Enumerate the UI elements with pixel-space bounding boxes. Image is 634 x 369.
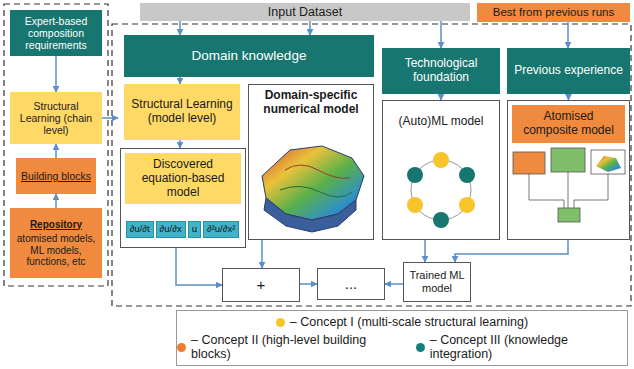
box-label: Expert-based composition requirements [14, 15, 98, 51]
term-cell: ∂u/∂t [126, 221, 154, 238]
flow-arrow [261, 240, 263, 268]
requirement-box: Expert-based composition requirements [10, 10, 102, 56]
composite-sketch [513, 148, 625, 222]
flow-arrow [179, 140, 181, 148]
flow-arrow [55, 56, 57, 92]
box-label: Input Dataset [268, 5, 342, 19]
main-panel [112, 24, 631, 306]
legend-item: – Concept III (knowledge integration) [416, 333, 627, 361]
previous-runs-bar: Best from previous runs [477, 3, 630, 22]
model-box: Atomised composite model [507, 100, 630, 240]
flow-arrow [309, 21, 311, 35]
box-label: Trained ML model [408, 269, 466, 294]
repository-box: Repository atomised models, ML models, fu… [10, 208, 102, 278]
box-label: Structural Learning (chain level) [14, 100, 98, 136]
flow-arrow [440, 21, 442, 48]
legend-row: – Concept I (multi-scale structural lear… [177, 315, 627, 329]
box-label: Repository [30, 219, 82, 231]
legend-swatch [177, 343, 186, 352]
flow-arrow [179, 77, 181, 84]
equation-term: ∂u/∂t [130, 224, 150, 235]
combine-box: + [222, 268, 300, 302]
box-label: + [257, 276, 266, 293]
flow-arrow [567, 22, 569, 48]
box-label: (Auto)ML model [399, 115, 484, 129]
box-label: Domain-specific numerical model [253, 89, 369, 117]
legend-item: – Concept II (high-level building blocks… [177, 333, 402, 361]
flow-arrow [55, 194, 57, 208]
flow-arrow [300, 283, 317, 285]
equation-term: u [192, 224, 197, 235]
legend-box: – Concept I (multi-scale structural lear… [176, 310, 628, 366]
box-body: atomised models, ML models, functions, e… [14, 233, 98, 268]
legend-swatch [416, 343, 425, 352]
equation-term: ∂²u/∂x² [207, 224, 235, 235]
flow-arrow [424, 240, 426, 262]
knowledge-box: Domain knowledge [124, 35, 374, 77]
continuation-box: ... [317, 268, 385, 300]
left-panel [4, 4, 108, 286]
flow-arrow [55, 144, 57, 158]
legend-item: – Concept I (multi-scale structural lear… [276, 315, 528, 329]
box-label: Structural Learning (model level) [128, 98, 236, 126]
foundation-box: Technological foundation [382, 48, 500, 94]
box-label: Building blocks [21, 170, 91, 182]
legend-text: – Concept III (knowledge integration) [430, 333, 627, 361]
model-box: Domain-specific numerical model [248, 84, 374, 240]
flow-arrow [455, 240, 568, 262]
trained-model-box: Trained ML model [403, 262, 471, 302]
term-cell: ∂²u/∂x² [203, 221, 239, 238]
legend-text: – Concept I (multi-scale structural lear… [290, 315, 528, 329]
learning-box: Structural Learning (model level) [124, 84, 240, 140]
box-label: Domain knowledge [192, 48, 307, 64]
box-label: Discovered equation-based model [125, 153, 241, 204]
box-label: Best from previous runs [493, 6, 614, 19]
flow-arrow [385, 283, 403, 285]
term-cell: ∂u/∂x [156, 221, 186, 238]
equation-term: ∂u/∂x [160, 224, 182, 235]
flow-arrow [176, 248, 222, 285]
learning-box: Structural Learning (chain level) [10, 92, 102, 144]
input-bar: Input Dataset [140, 3, 470, 21]
automl-cycle [407, 152, 475, 228]
terrain-map [262, 146, 364, 232]
panel-arrow [102, 117, 118, 119]
legend-row: – Concept II (high-level building blocks… [177, 333, 627, 361]
box-label: ... [345, 275, 358, 292]
legend-text: – Concept II (high-level building blocks… [191, 333, 402, 361]
term-cell: u [188, 221, 201, 238]
legend-swatch [276, 318, 285, 327]
box-label: Atomised composite model [512, 105, 625, 143]
model-box: (Auto)ML model [382, 100, 500, 240]
blocks-box: Building blocks [16, 158, 96, 194]
experience-box: Previous experience [507, 48, 630, 94]
box-label: Technological foundation [386, 57, 496, 85]
box-label: Previous experience [514, 64, 623, 78]
model-box: Discovered equation-based model ∂u/∂t ∂u/∂… [120, 148, 246, 248]
flow-arrow [179, 21, 181, 35]
